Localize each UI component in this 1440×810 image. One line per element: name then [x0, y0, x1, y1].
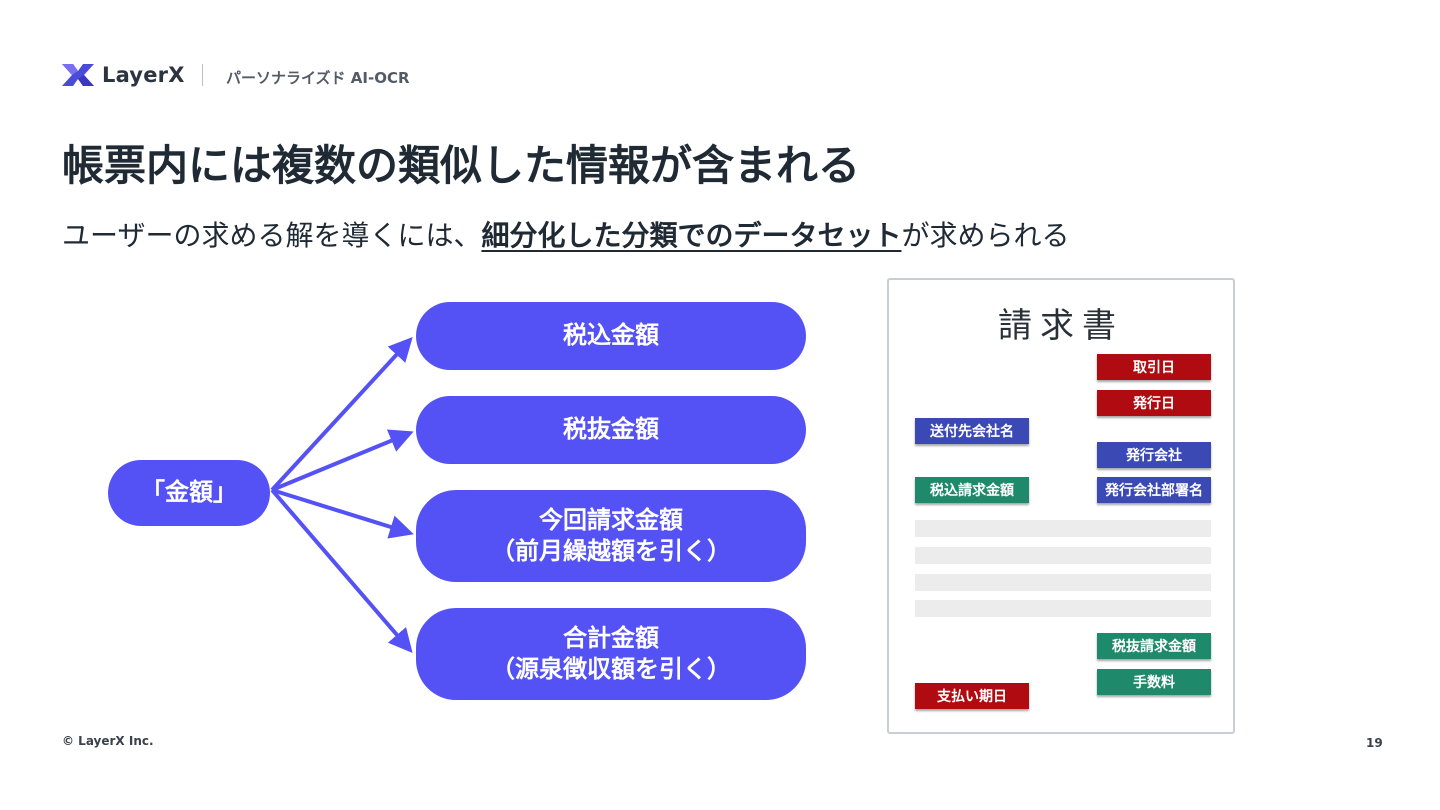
- logo-text: LayerX: [102, 63, 185, 87]
- target-node-total: 合計金額 （源泉徴収額を引く）: [416, 608, 806, 700]
- target-node-label: 合計金額: [563, 623, 659, 652]
- source-node-amount: 「金額」: [108, 460, 270, 526]
- target-node-current-billing: 今回請求金額 （前月繰越額を引く）: [416, 490, 806, 582]
- page-number: 19: [1366, 736, 1383, 750]
- tag-recipient-company: 送付先会社名: [915, 418, 1029, 444]
- target-node-sublabel: （源泉徴収額を引く）: [491, 655, 731, 683]
- layerx-logo: LayerX: [62, 62, 185, 88]
- subtitle-prefix: ユーザーの求める解を導くには、: [62, 219, 482, 252]
- target-node-label: 税込金額: [563, 321, 659, 350]
- tag-tax-incl-amount: 税込請求金額: [915, 477, 1029, 503]
- tag-payment-due-date: 支払い期日: [915, 683, 1029, 709]
- arrow-to-target-2: [271, 429, 414, 492]
- source-node-label: 「金額」: [141, 478, 237, 507]
- target-node-sublabel: （前月繰越額を引く）: [491, 537, 731, 565]
- copyright: © LayerX Inc.: [62, 734, 154, 748]
- tag-fee: 手数料: [1097, 669, 1211, 695]
- target-node-label: 今回請求金額: [539, 505, 683, 534]
- arrow-to-target-1: [270, 337, 413, 492]
- target-node-label: 税抜金額: [563, 415, 659, 444]
- invoice-illustration: 請求書 取引日 発行日 送付先会社名 発行会社 税込請求金額 発行会社部署名 税…: [887, 278, 1235, 734]
- subtitle: ユーザーの求める解を導くには、細分化した分類でのデータセットが求められる: [62, 214, 1069, 254]
- tag-tax-excl-amount: 税抜請求金額: [1097, 633, 1211, 659]
- product-name: パーソナライズド AI-OCR: [226, 69, 410, 87]
- target-node-tax-excluded: 税抜金額: [416, 396, 806, 464]
- invoice-line-item: [915, 520, 1211, 537]
- invoice-line-item: [915, 547, 1211, 564]
- tag-issuer-department: 発行会社部署名: [1097, 477, 1211, 503]
- arrow-to-target-4: [270, 488, 413, 654]
- page-title: 帳票内には複数の類似した情報が含まれる: [62, 141, 861, 190]
- header-divider: [202, 64, 203, 86]
- layerx-logo-icon: [62, 64, 94, 86]
- subtitle-emphasis: 細分化した分類でのデータセット: [481, 219, 902, 252]
- target-node-tax-included: 税込金額: [416, 302, 806, 370]
- tag-issuer-company: 発行会社: [1097, 442, 1211, 468]
- invoice-line-item: [915, 600, 1211, 617]
- invoice-title: 請求書: [998, 306, 1124, 346]
- tag-transaction-date: 取引日: [1097, 354, 1211, 380]
- invoice-line-item: [915, 574, 1211, 591]
- tag-issue-date: 発行日: [1097, 390, 1211, 416]
- arrow-to-target-3: [271, 488, 414, 539]
- subtitle-suffix: が求められる: [901, 219, 1070, 252]
